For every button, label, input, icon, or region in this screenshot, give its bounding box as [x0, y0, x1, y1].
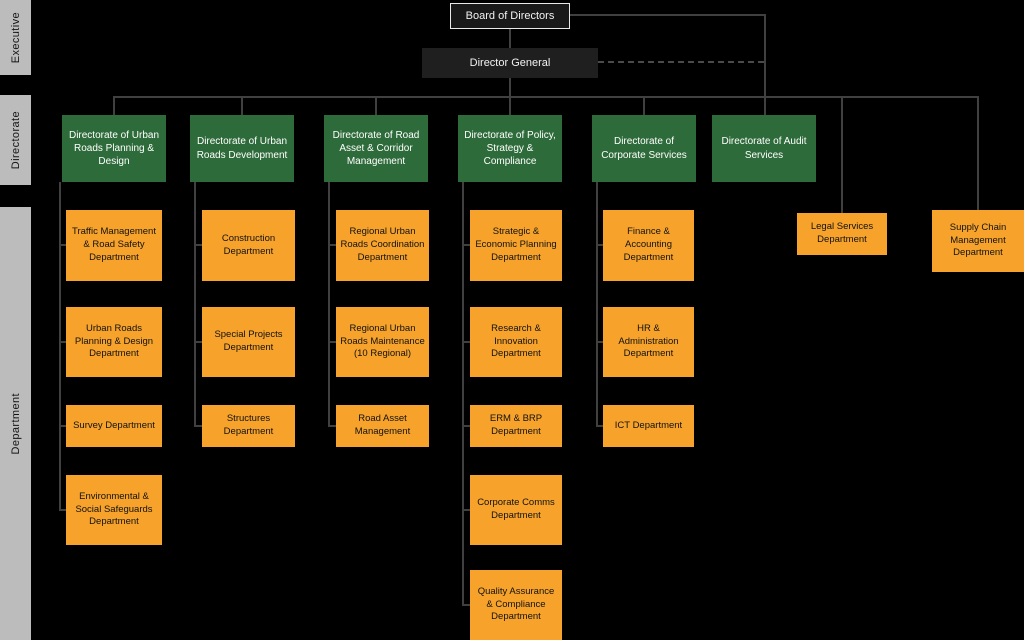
- department-environmental-social-safeguards: Environmental & Social Safeguards Depart…: [66, 475, 162, 545]
- stub-col4-1: [462, 244, 470, 246]
- department-survey: Survey Department: [66, 405, 162, 447]
- connector-drop-legal: [841, 96, 843, 213]
- department-regional-urban-roads-coordination: Regional Urban Roads Coordination Depart…: [336, 210, 429, 281]
- connector-board-to-audit-vertical: [764, 14, 766, 115]
- connector-drop-col2: [241, 96, 243, 115]
- stub-col4-3: [462, 425, 470, 427]
- node-director-general: Director General: [422, 48, 598, 78]
- department-label: Quality Assurance & Compliance Departmen…: [477, 585, 555, 623]
- department-finance-accounting: Finance & Accounting Department: [603, 210, 694, 281]
- stub-col3-3: [328, 425, 336, 427]
- spine-col2: [194, 182, 196, 426]
- directorate-urban-roads-development: Directorate of Urban Roads Development: [190, 115, 294, 182]
- department-construction: Construction Department: [202, 210, 295, 281]
- directorate-policy-strategy-compliance: Directorate of Policy, Strategy & Compli…: [458, 115, 562, 182]
- department-structures: Structures Department: [202, 405, 295, 447]
- connector-drop-col3: [375, 96, 377, 115]
- stub-col2-1: [194, 244, 202, 246]
- stub-col4-4: [462, 509, 470, 511]
- board-label: Board of Directors: [465, 10, 555, 22]
- directorate-corporate-services: Directorate of Corporate Services: [592, 115, 696, 182]
- department-label: ERM & BRP Department: [489, 413, 543, 437]
- director-general-label: Director General: [469, 57, 551, 69]
- department-research-innovation: Research & Innovation Department: [470, 307, 562, 377]
- stub-col4-5: [462, 604, 470, 606]
- department-label: Research & Innovation Department: [491, 322, 541, 360]
- connector-drop-supply-chain: [977, 96, 979, 210]
- department-label: Finance & Accounting Department: [623, 226, 674, 263]
- stub-col2-2: [194, 341, 202, 343]
- connector-drop-col5: [643, 96, 645, 115]
- band-directorate-label: Directorate: [9, 110, 22, 170]
- stub-col1-3: [59, 425, 66, 427]
- spine-col1: [59, 182, 61, 510]
- department-label: Regional Urban Roads Maintenance (10 Reg…: [340, 322, 425, 360]
- directorate-urban-roads-planning-design: Directorate of Urban Roads Planning & De…: [62, 115, 166, 182]
- department-label: Corporate Comms Department: [477, 497, 555, 521]
- department-label: Road Asset Management: [354, 413, 411, 437]
- band-executive: Executive: [0, 0, 31, 75]
- directorate-road-asset-corridor: Directorate of Road Asset & Corridor Man…: [324, 115, 428, 182]
- connector-drop-col1: [113, 96, 115, 115]
- spine-col3: [328, 182, 330, 426]
- department-urban-roads-planning-design: Urban Roads Planning & Design Department: [66, 307, 162, 377]
- directorate-label: Directorate of Corporate Services: [601, 136, 687, 161]
- directorate-label: Directorate of Policy, Strategy & Compli…: [464, 129, 556, 168]
- spine-col5: [596, 182, 598, 426]
- department-strategic-economic-planning: Strategic & Economic Planning Department: [470, 210, 562, 281]
- stub-col1-1: [59, 244, 66, 246]
- node-board-of-directors: Board of Directors: [450, 3, 570, 29]
- department-label: Urban Roads Planning & Design Department: [74, 322, 154, 360]
- spine-col4: [462, 182, 464, 606]
- department-hr-administration: HR & Administration Department: [603, 307, 694, 377]
- department-label: Structures Department: [223, 413, 274, 437]
- band-executive-label: Executive: [9, 11, 22, 64]
- directorate-label: Directorate of Road Asset & Corridor Man…: [332, 129, 420, 168]
- department-ict: ICT Department: [603, 405, 694, 447]
- department-regional-urban-roads-maintenance: Regional Urban Roads Maintenance (10 Reg…: [336, 307, 429, 377]
- directorate-label: Directorate of Urban Roads Development: [196, 136, 288, 161]
- department-label: HR & Administration Department: [618, 322, 679, 360]
- stub-col4-2: [462, 341, 470, 343]
- stub-col3-2: [328, 341, 336, 343]
- department-corporate-comms: Corporate Comms Department: [470, 475, 562, 545]
- directorate-label: Directorate of Urban Roads Planning & De…: [68, 129, 160, 168]
- department-label: Legal Services Department: [810, 221, 874, 245]
- connector-board-to-audit-horizontal: [570, 14, 766, 16]
- stub-col1-4: [59, 509, 66, 511]
- stub-col3-1: [328, 244, 336, 246]
- department-label: Environmental & Social Safeguards Depart…: [75, 490, 153, 528]
- department-label: Supply Chain Management Department: [949, 221, 1007, 259]
- department-traffic-management-road-safety: Traffic Management & Road Safety Departm…: [66, 210, 162, 281]
- stub-col1-2: [59, 341, 66, 343]
- department-label: Strategic & Economic Planning Department: [475, 226, 557, 263]
- department-label: Traffic Management & Road Safety Departm…: [72, 226, 156, 263]
- department-label: Regional Urban Roads Coordination Depart…: [340, 226, 425, 263]
- directorate-label: Directorate of Audit Services: [721, 136, 807, 161]
- department-special-projects: Special Projects Department: [202, 307, 295, 377]
- stub-col5-2: [596, 341, 603, 343]
- connector-dg-to-audit-dashed: [598, 61, 764, 63]
- department-road-asset-management: Road Asset Management: [336, 405, 429, 447]
- department-supply-chain-management: Supply Chain Management Department: [932, 210, 1024, 272]
- department-label: ICT Department: [614, 419, 683, 431]
- stub-col5-3: [596, 425, 603, 427]
- department-legal-services: Legal Services Department: [797, 213, 887, 255]
- department-label: Special Projects Department: [214, 329, 283, 353]
- stub-col2-3: [194, 425, 202, 427]
- band-department: Department: [0, 207, 31, 640]
- department-erm-brp: ERM & BRP Department: [470, 405, 562, 447]
- connector-board-to-dg: [509, 29, 511, 49]
- band-directorate: Directorate: [0, 95, 31, 185]
- department-label: Survey Department: [73, 419, 155, 431]
- stub-col5-1: [596, 244, 603, 246]
- department-quality-assurance-compliance: Quality Assurance & Compliance Departmen…: [470, 570, 562, 640]
- department-label: Construction Department: [221, 232, 276, 257]
- band-department-label: Department: [9, 392, 22, 455]
- directorate-audit-services: Directorate of Audit Services: [712, 115, 816, 182]
- connector-main-horizontal: [113, 96, 979, 98]
